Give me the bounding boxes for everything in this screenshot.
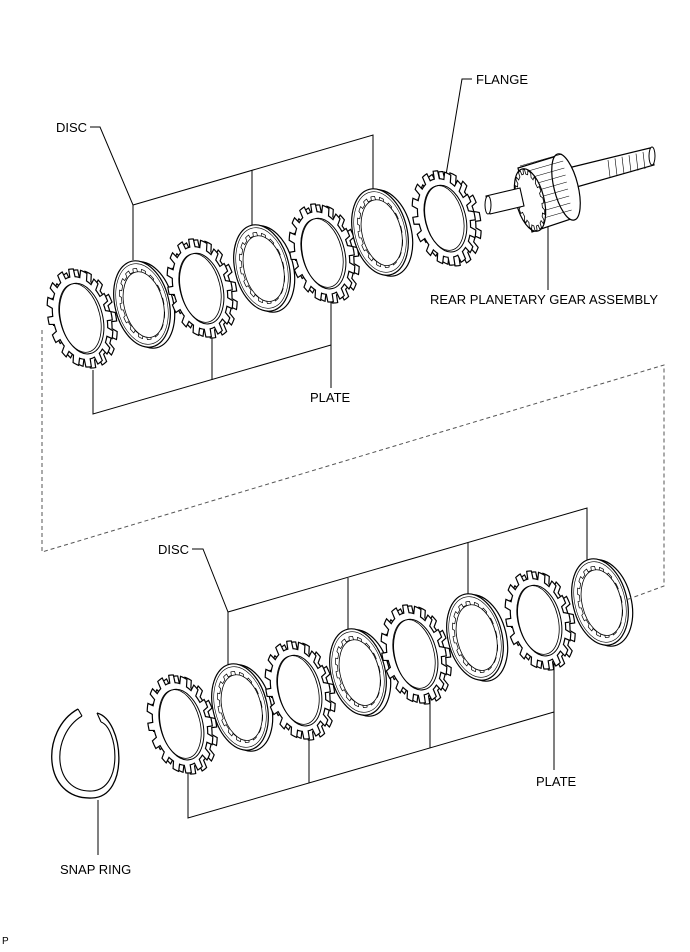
lower-disc-3 — [438, 587, 516, 688]
upper-disc-1 — [105, 254, 183, 355]
lower-plate-2 — [255, 633, 345, 748]
snap-ring — [52, 709, 119, 798]
lower-disc-1 — [203, 657, 281, 758]
parts-layer — [37, 147, 655, 798]
flange-label: FLANGE — [476, 72, 529, 87]
leader-line — [188, 663, 554, 818]
alignment-dashed-line — [42, 330, 664, 600]
lower-plate-4 — [495, 563, 585, 678]
lower-plate-3 — [371, 597, 461, 712]
flange — [403, 163, 491, 274]
lower-disc-2 — [321, 622, 399, 723]
corner-mark: P — [2, 936, 9, 947]
leader-lines — [90, 79, 587, 855]
leader-line — [90, 127, 373, 205]
upper-plate-1 — [37, 261, 127, 376]
snap-ring-label: SNAP RING — [60, 862, 132, 877]
upper-disc-3 — [343, 182, 421, 283]
plate-upper-label: PLATE — [310, 390, 351, 405]
upper-disc-2 — [225, 218, 303, 319]
disc-upper-label: DISC — [56, 120, 88, 135]
upper-plate-2 — [157, 231, 247, 346]
lower-disc-4 — [563, 552, 641, 653]
rear-planetary-gear-assembly — [485, 147, 655, 234]
disc-lower-label: DISC — [158, 542, 190, 557]
lower-plate-1 — [137, 667, 227, 782]
leader-line — [446, 79, 472, 175]
plate-lower-label: PLATE — [536, 774, 577, 789]
rear-planetary-gear-assembly-label: REAR PLANETARY GEAR ASSEMBLY — [430, 292, 659, 307]
upper-plate-3 — [279, 196, 369, 311]
